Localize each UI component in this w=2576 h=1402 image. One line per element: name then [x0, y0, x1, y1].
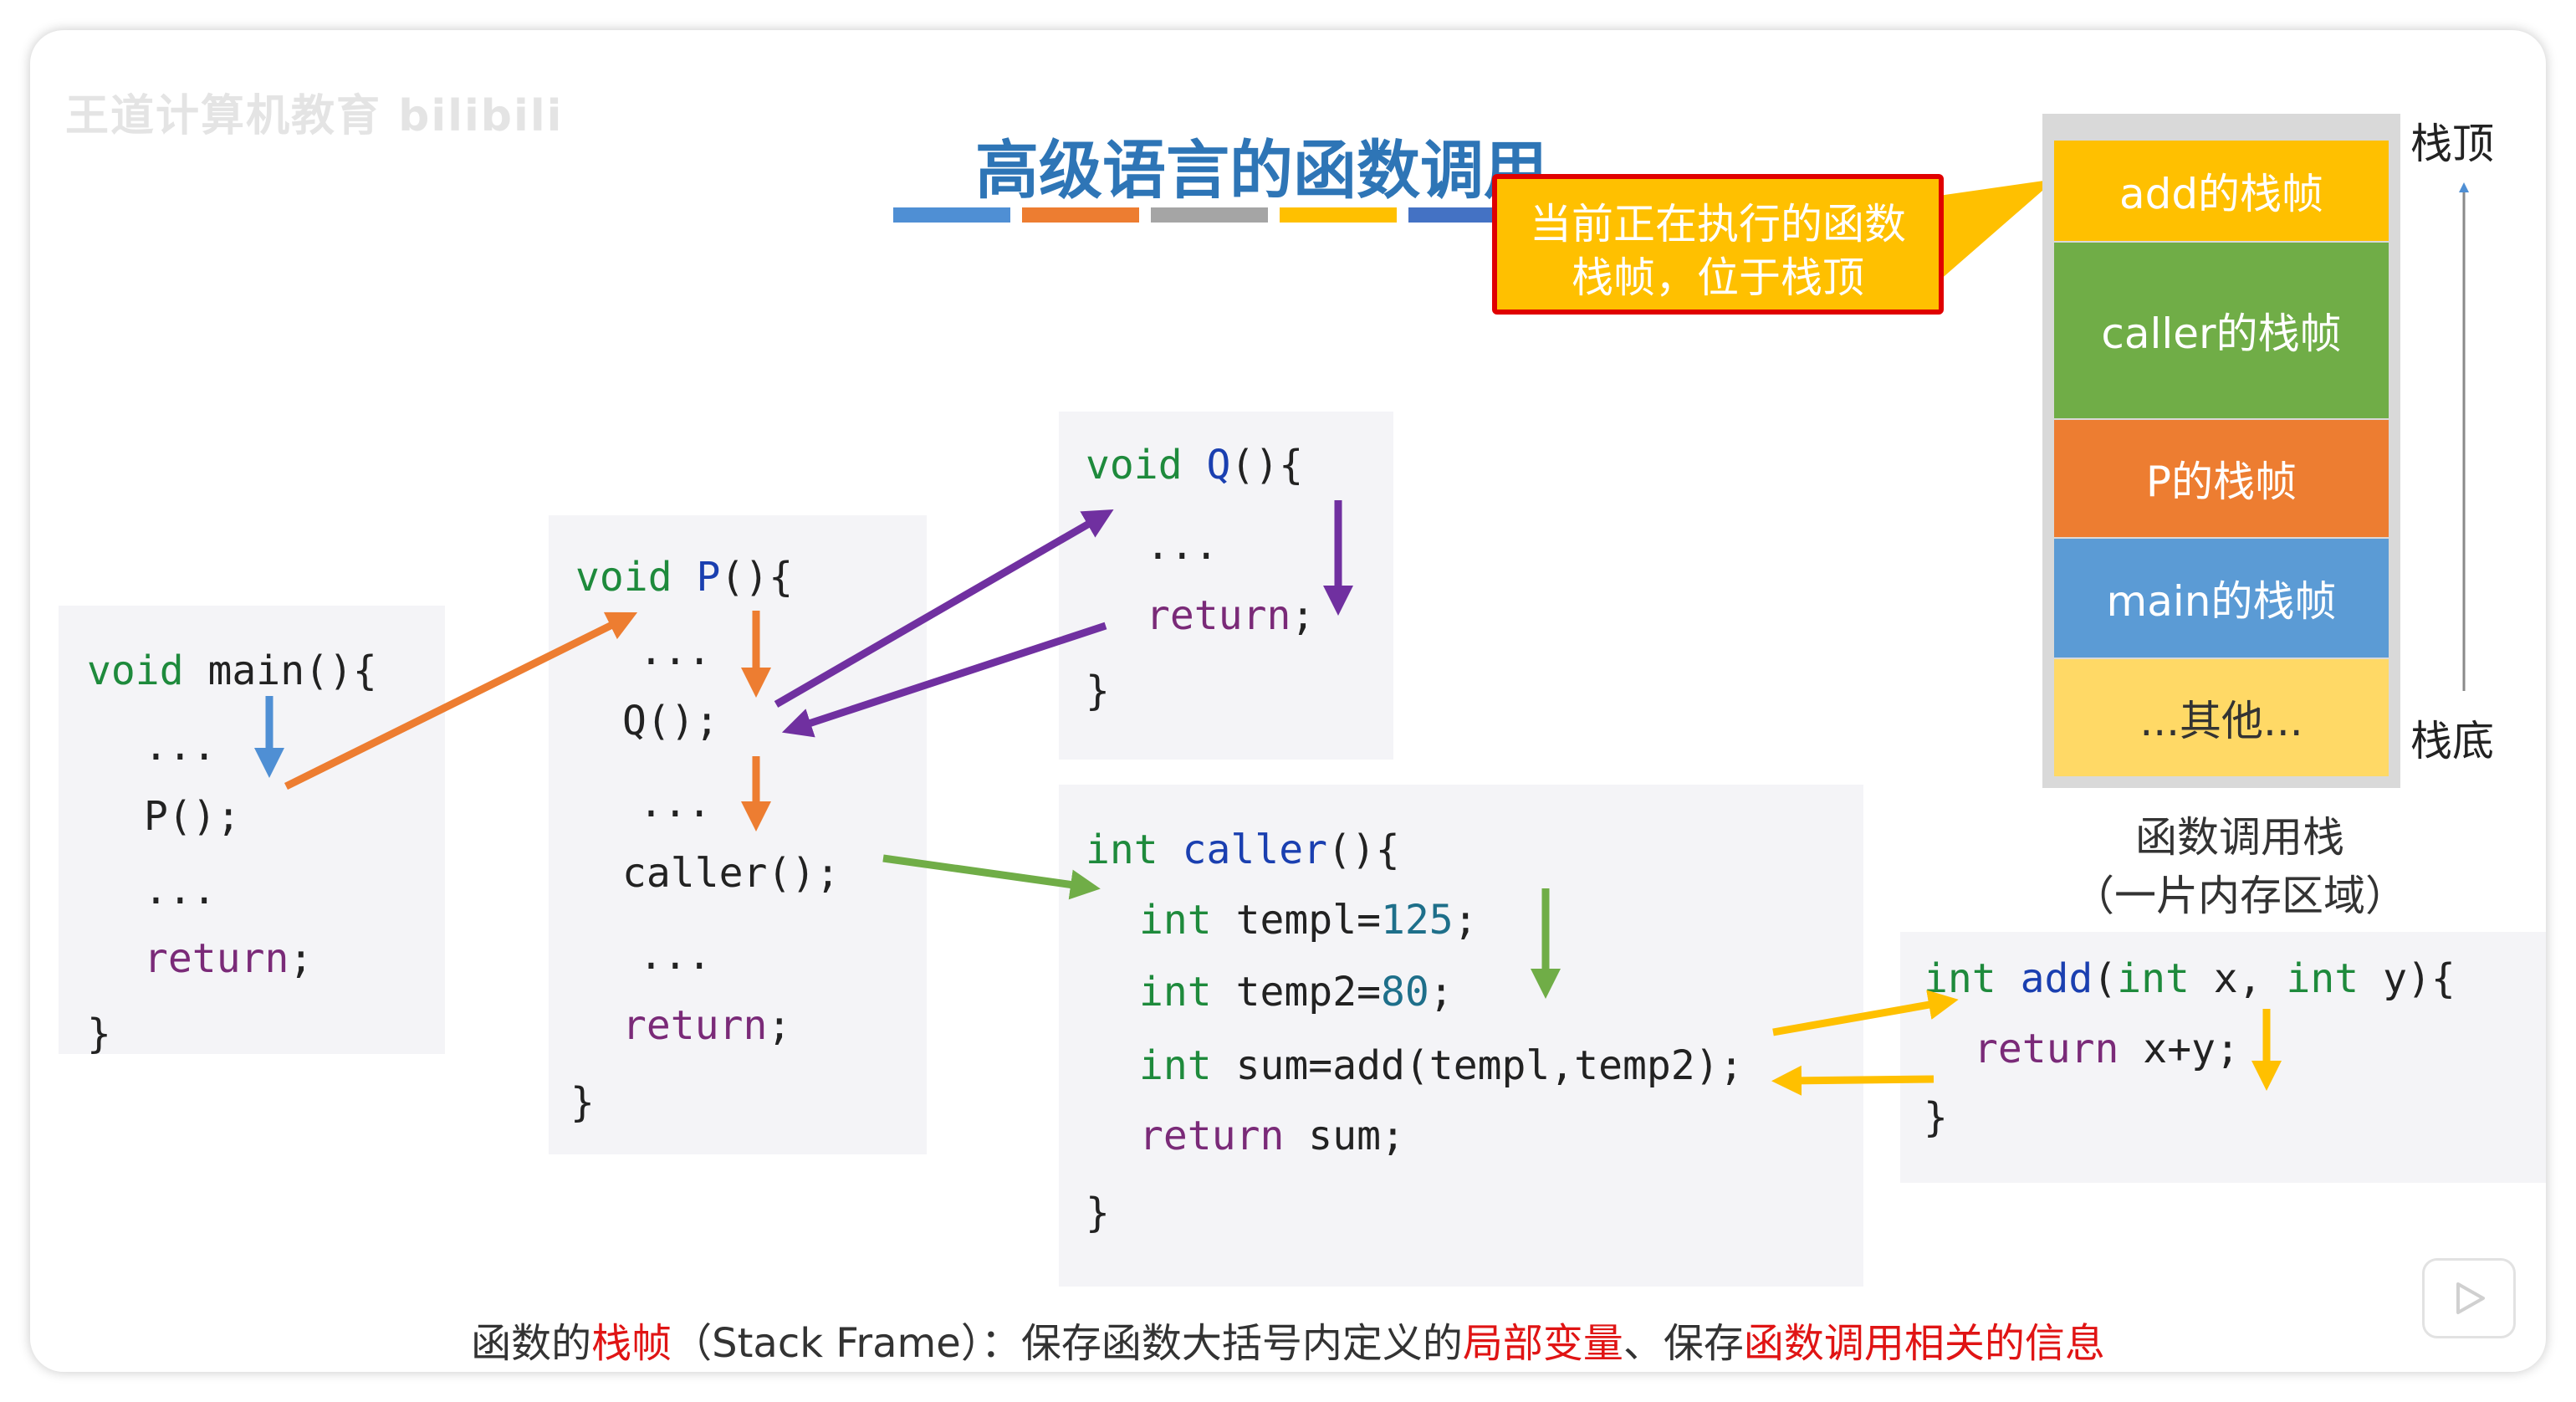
stack-frame-caller: caller的栈帧	[2054, 243, 2389, 418]
note-part-1: 函数的	[471, 1320, 592, 1367]
stack-bottom-label: 栈底	[2410, 717, 2494, 765]
add-line-3: }	[1924, 1094, 1948, 1141]
p-line-5: caller();	[622, 850, 841, 897]
note-part-6: 函数调用相关的信息	[1743, 1320, 2105, 1367]
stack-top-label: 栈顶	[2410, 120, 2494, 168]
caller-line-5: return sum;	[1139, 1113, 1405, 1159]
main-line-5: return;	[144, 935, 314, 982]
main-line-6: }	[87, 1011, 111, 1057]
p-line-7: return;	[622, 1002, 792, 1049]
caller-line-3: int temp2=80;	[1139, 969, 1454, 1016]
note-part-3: （Stack Frame）：保存函数大括号内定义的	[672, 1320, 1463, 1367]
p-line-8: }	[570, 1079, 595, 1126]
main-code-box	[59, 606, 445, 1054]
slide-title: 高级语言的函数调用	[975, 133, 1547, 207]
callout-text: 当前正在执行的函数 栈帧，位于栈顶	[1497, 197, 1939, 304]
callout-line-1: 当前正在执行的函数	[1530, 200, 1906, 248]
main-to-p-arrow	[284, 611, 638, 791]
note-part-4: 局部变量	[1462, 1320, 1623, 1367]
p-line-4: ...	[639, 780, 712, 826]
q-line-4: }	[1086, 668, 1110, 714]
caller-code-box	[1059, 785, 1863, 1287]
main-line-1: void main(){	[87, 647, 377, 694]
stack-frame-add: add的栈帧	[2054, 141, 2389, 241]
caller-to-add-arrow	[1772, 990, 1959, 1036]
main-line-3: P();	[144, 793, 241, 840]
play-icon	[2456, 1282, 2485, 1314]
callout-line-2: 栈帧，位于栈顶	[1572, 253, 1864, 302]
q-return-arrow	[781, 622, 1107, 738]
q-line-3: return;	[1146, 592, 1316, 639]
q-line-1: void Q(){	[1086, 442, 1304, 489]
current-frame-callout: 当前正在执行的函数 栈帧，位于栈顶	[1492, 174, 1944, 315]
p-to-q-arrow	[774, 509, 1114, 708]
p-line-6: ...	[639, 932, 712, 979]
slide: 王道计算机教育 bilibili 高级语言的函数调用 void main(){ …	[30, 30, 2546, 1372]
stack-frame-p: P的栈帧	[2054, 420, 2389, 537]
title-underline-1	[893, 207, 1010, 223]
note-part-2: 栈帧	[591, 1320, 672, 1367]
stack-frame-main: main的栈帧	[2054, 539, 2389, 658]
caller-line-1: int caller(){	[1086, 826, 1400, 873]
add-return-arrow	[1771, 1065, 1935, 1096]
watermark: 王道计算机教育 bilibili	[65, 91, 564, 141]
note-part-5: 、保存	[1623, 1320, 1744, 1367]
p-line-3: Q();	[622, 698, 719, 744]
p-line-2: ...	[639, 627, 712, 674]
p-to-caller-arrow	[882, 854, 1101, 900]
stack-frame-definition: 函数的栈帧（Stack Frame）：保存函数大括号内定义的局部变量、保存函数调…	[30, 1310, 2546, 1369]
call-flow-arrows	[254, 179, 2469, 1096]
stack-caption: 函数调用栈 （一片内存区域）	[2031, 808, 2449, 925]
stack-caption-line-2: （一片内存区域）	[2073, 872, 2407, 920]
caller-line-2: int templ=125;	[1139, 897, 1478, 944]
stack-frame-other: ...其他...	[2054, 659, 2389, 776]
main-line-2: ...	[144, 723, 217, 770]
play-button[interactable]	[2422, 1258, 2516, 1338]
main-line-4: ...	[144, 867, 217, 913]
title-underline-3	[1151, 207, 1268, 223]
stack-caption-line-1: 函数调用栈	[2135, 813, 2344, 862]
add-line-1: int add(int x, int y){	[1924, 955, 2456, 1002]
title-underline-4	[1280, 207, 1397, 223]
title-underline-2	[1022, 207, 1139, 223]
p-line-1: void P(){	[575, 554, 794, 601]
caller-line-6: }	[1086, 1190, 1110, 1236]
add-code-box	[1900, 932, 2546, 1183]
caller-line-4: int sum=add(templ,temp2);	[1139, 1042, 1744, 1089]
q-line-2: ...	[1146, 522, 1219, 569]
add-line-2: return x+y;	[1974, 1026, 2240, 1072]
callout-pointer	[1939, 179, 2056, 281]
